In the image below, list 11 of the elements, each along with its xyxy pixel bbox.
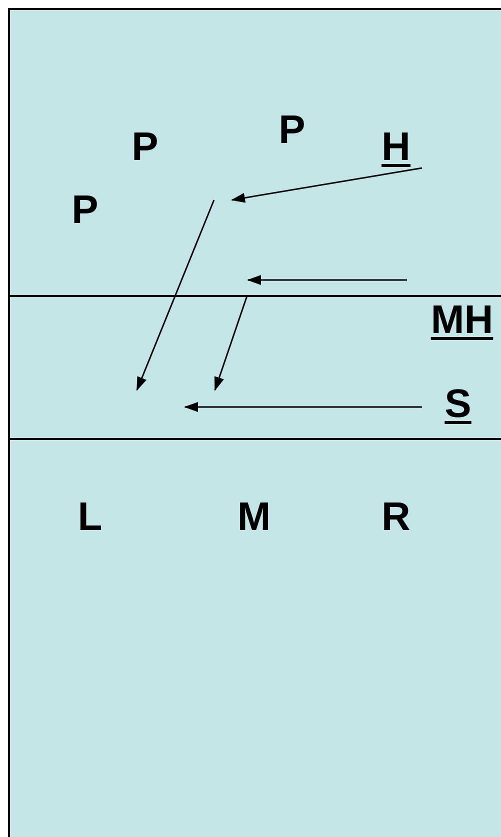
arrow <box>184 402 422 412</box>
position-label: P <box>72 188 98 232</box>
position-label: P <box>278 108 306 152</box>
position-label: L <box>78 495 102 539</box>
position-label: P <box>132 125 158 169</box>
position-label: M <box>237 495 271 539</box>
position-label: R <box>382 495 410 539</box>
arrow <box>231 167 422 203</box>
position-label: S <box>444 382 472 426</box>
position-label: MH <box>430 298 494 342</box>
position-label: H <box>382 125 410 169</box>
